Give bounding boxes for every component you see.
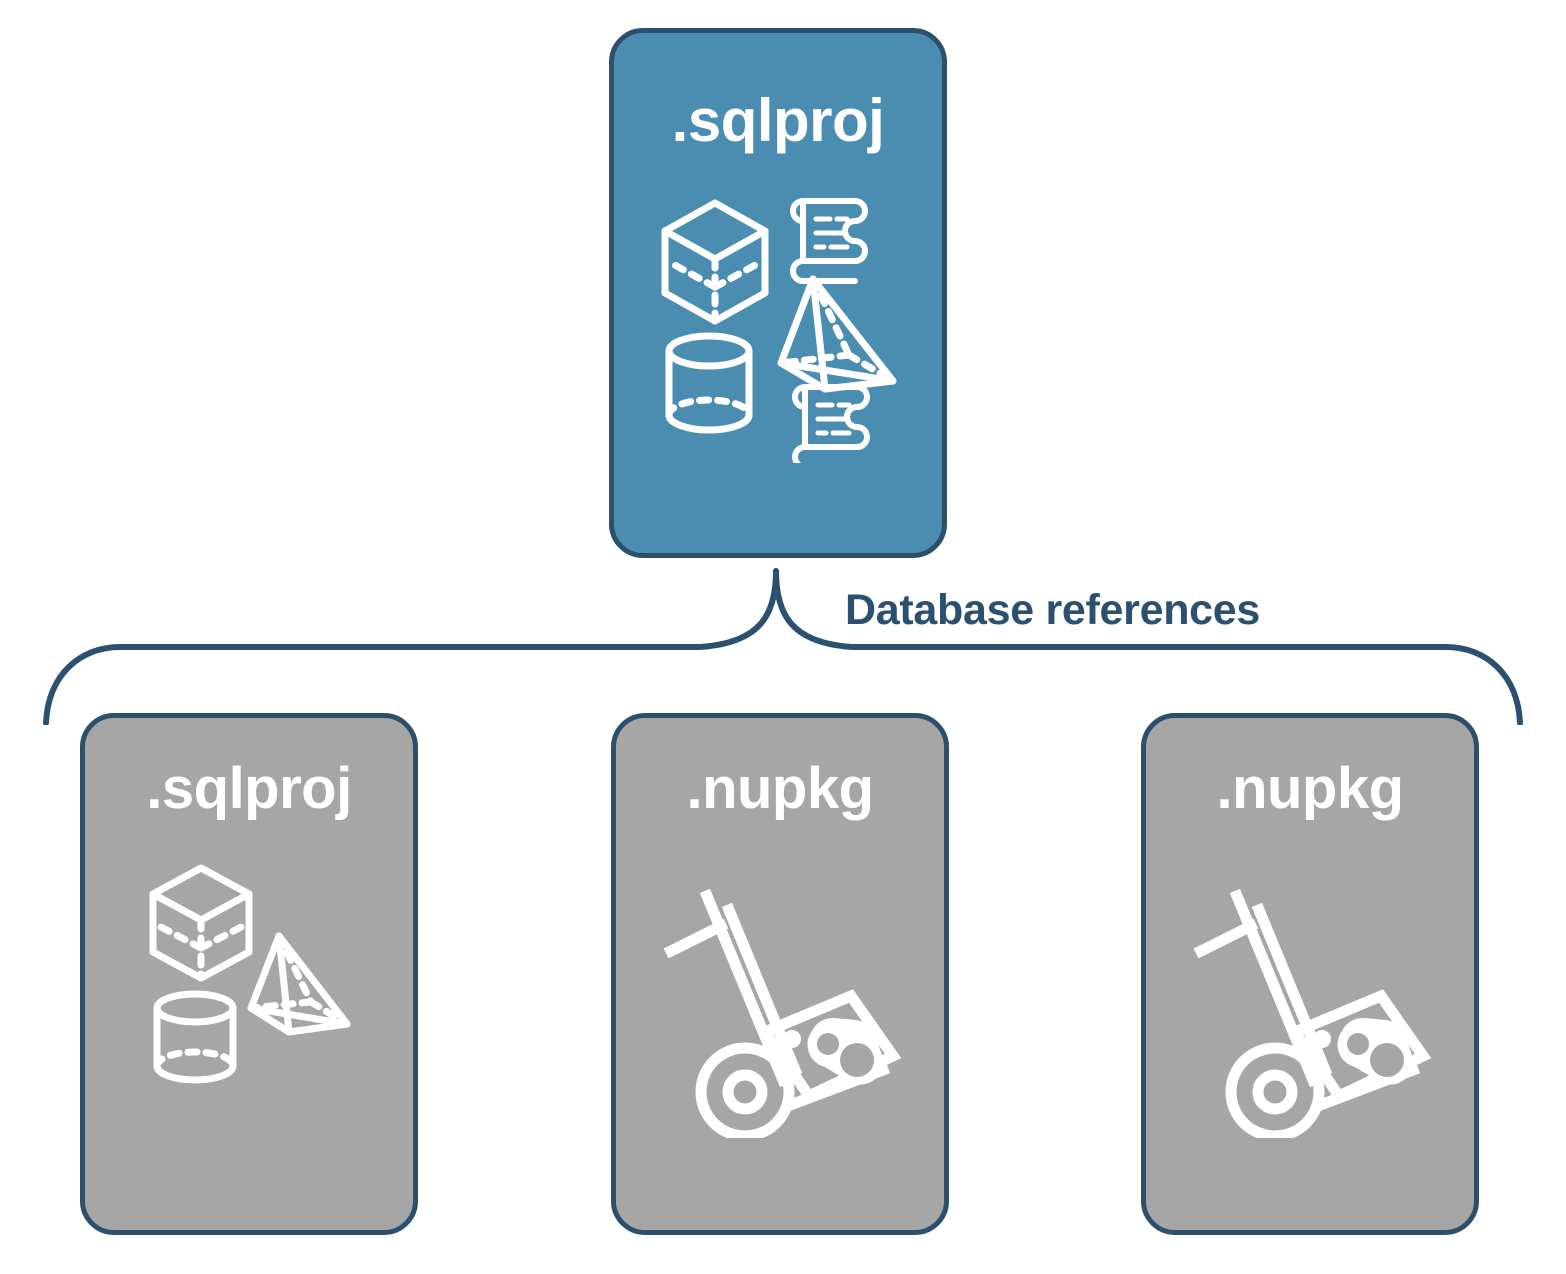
- node-card-nupkg-1[interactable]: .nupkg: [611, 713, 949, 1235]
- connector-label: Database references: [845, 586, 1260, 634]
- cylinder-icon: [153, 990, 237, 1084]
- hand-truck-package-icon: [1175, 848, 1445, 1142]
- database-references-brace: [43, 568, 1523, 725]
- cylinder-icon: [665, 332, 753, 434]
- pyramid-icon: [247, 932, 351, 1036]
- cube-icon: [149, 864, 253, 982]
- node-card-sqlproj-reference[interactable]: .sqlproj: [80, 713, 418, 1235]
- database-objects-icon-group: [139, 858, 359, 1088]
- cube-icon: [661, 199, 769, 325]
- card-title: .nupkg: [1216, 756, 1404, 821]
- scroll-icon: [790, 198, 868, 284]
- card-title: .sqlproj: [146, 756, 352, 821]
- node-card-sqlproj-root[interactable]: .sqlproj: [609, 28, 947, 558]
- hand-truck-package-icon: [645, 848, 915, 1142]
- card-title: .nupkg: [686, 756, 874, 821]
- node-card-nupkg-2[interactable]: .nupkg: [1141, 713, 1479, 1235]
- database-objects-icon-group: [653, 183, 903, 470]
- scroll-icon: [792, 384, 870, 470]
- card-title: .sqlproj: [671, 87, 885, 154]
- pyramid-icon: [777, 275, 897, 393]
